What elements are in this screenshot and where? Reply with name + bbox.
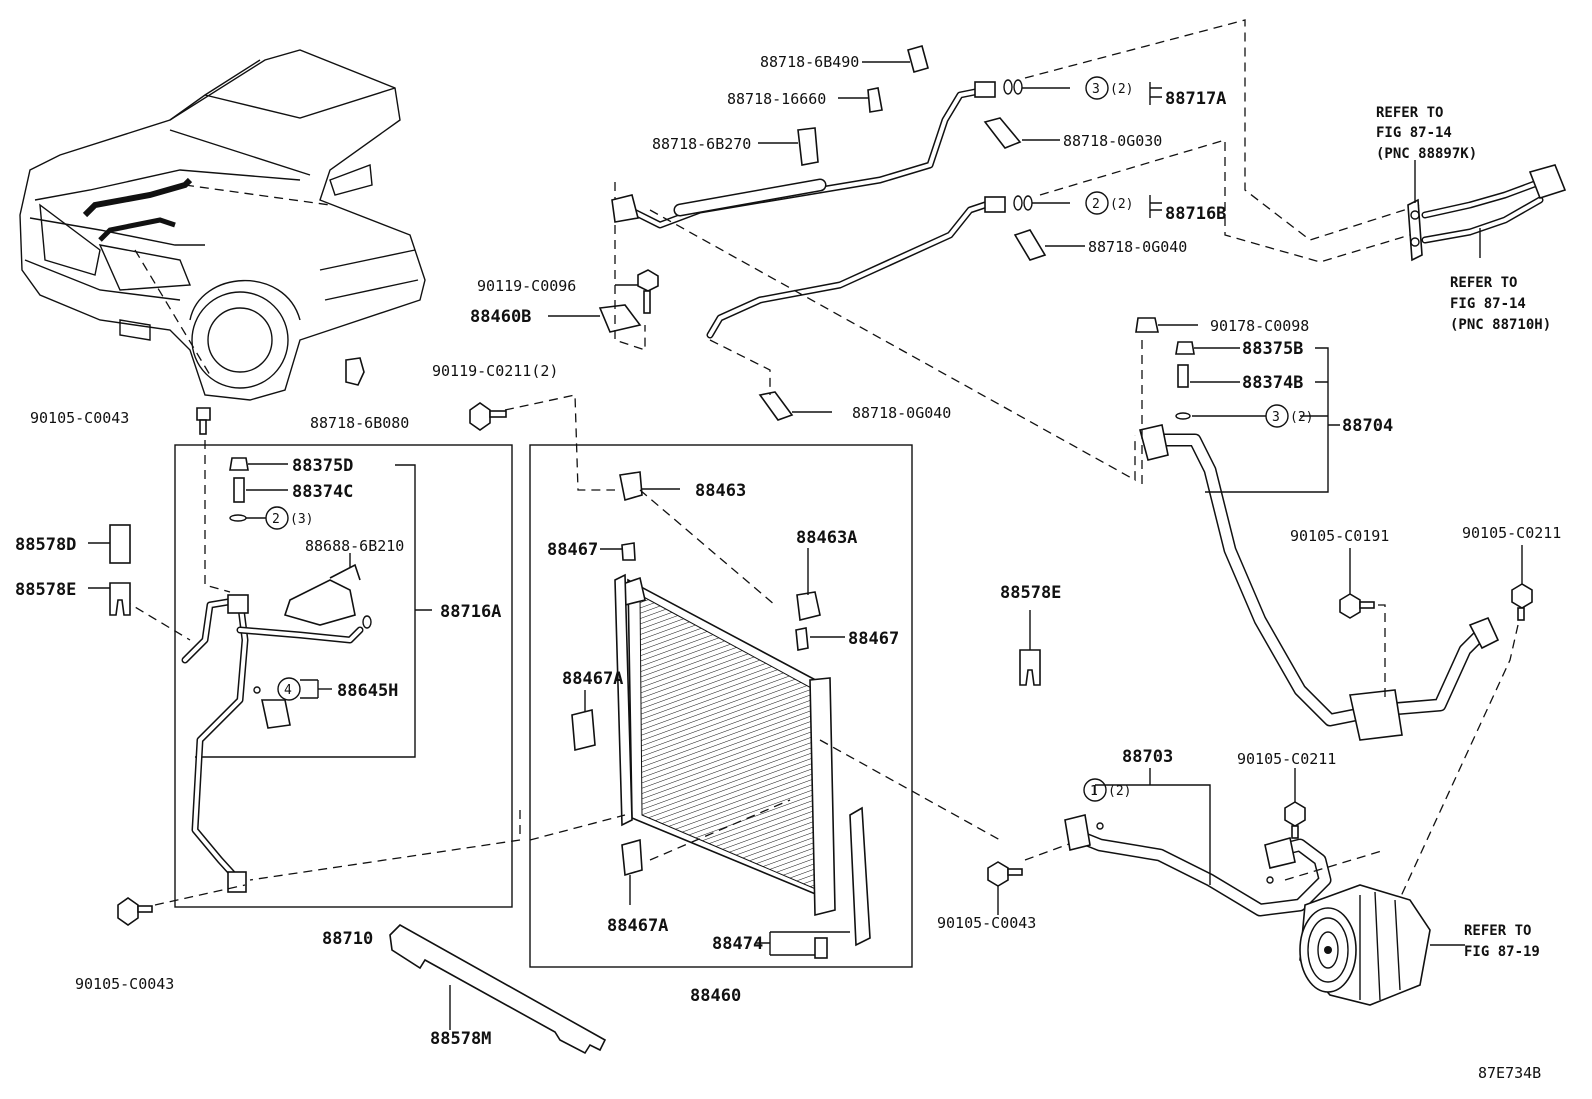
svg-text:REFER TO: REFER TO (1464, 923, 1531, 939)
label-90105-C0043-bottom: 90105-C0043 (75, 975, 174, 993)
label-88645H: 88645H (337, 681, 398, 701)
label-88716B: 88716B (1165, 204, 1226, 224)
label-88375B: 88375B (1242, 339, 1303, 359)
svg-text:4: 4 (284, 683, 292, 698)
svg-text:(3): (3) (290, 512, 313, 527)
ac-compressor (1299, 884, 1431, 1006)
circle-ref-2-left: 2 (3) (265, 506, 313, 530)
bolt-90105-C0211-mid (1284, 801, 1306, 839)
bolt-90105-C0211-top (1511, 583, 1533, 621)
label-88463A: 88463A (796, 528, 857, 548)
label-88374B: 88374B (1242, 373, 1303, 393)
pipe-88716B (706, 195, 1033, 339)
label-88474: 88474 (712, 934, 763, 954)
label-88467-top: 88467 (547, 540, 598, 560)
svg-text:1: 1 (1090, 784, 1098, 799)
pipe-88717A (611, 79, 1023, 229)
svg-text:(PNC 88897K): (PNC 88897K) (1376, 146, 1477, 162)
label-88718-16660: 88718-16660 (727, 90, 826, 108)
svg-text:FIG 87-19: FIG 87-19 (1464, 944, 1540, 960)
label-88710: 88710 (322, 929, 373, 949)
label-90105-C0043-top: 90105-C0043 (30, 409, 129, 427)
svg-text:FIG 87-14: FIG 87-14 (1376, 125, 1452, 141)
svg-text:3: 3 (1272, 410, 1280, 425)
svg-text:REFER TO: REFER TO (1376, 105, 1443, 121)
svg-text:3: 3 (1092, 82, 1100, 97)
circle-ref-2-mid: 2 (2) (1085, 191, 1133, 215)
group-box-88710 (174, 444, 513, 908)
circle-ref-3-top: 3 (2) (1085, 76, 1133, 100)
label-90105-C0211-top: 90105-C0211 (1462, 524, 1561, 542)
bolt-90105-C0043-bottom (117, 897, 153, 926)
bolt-90119-C0211 (469, 402, 507, 431)
circle-ref-1: 1 (2) (1083, 778, 1131, 802)
evaporator-fitting (1407, 164, 1567, 262)
svg-text:(2): (2) (1110, 82, 1133, 97)
note-refer-87-19: REFER TO FIG 87-19 (1464, 923, 1540, 960)
label-88578D: 88578D (15, 535, 76, 555)
group-box-88460 (529, 444, 913, 968)
svg-text:FIG 87-14: FIG 87-14 (1450, 296, 1526, 312)
label-88704: 88704 (1342, 416, 1393, 436)
figure-code: 87E734B (1478, 1064, 1541, 1082)
label-88718-6B270: 88718-6B270 (652, 135, 751, 153)
label-88463: 88463 (695, 481, 746, 501)
circle-ref-3-right: 3 (2) (1265, 404, 1313, 428)
condenser-core (614, 573, 836, 917)
label-88467A-bottom: 88467A (607, 916, 668, 936)
svg-text:REFER TO: REFER TO (1450, 275, 1517, 291)
label-88718-0G040-top: 88718-0G040 (1088, 238, 1187, 256)
label-88718-6B080: 88718-6B080 (310, 414, 409, 432)
label-88460B: 88460B (470, 307, 531, 327)
label-88703: 88703 (1122, 747, 1173, 767)
label-90105-C0043-right: 90105-C0043 (937, 914, 1036, 932)
note-refer-87-14-88897k: REFER TO FIG 87-14 (PNC 88897K) (1376, 105, 1477, 162)
svg-text:(2): (2) (1290, 410, 1313, 425)
label-88578E-right: 88578E (1000, 583, 1061, 603)
label-88467A-top: 88467A (562, 669, 623, 689)
bolt-90105-C0191 (1339, 593, 1375, 619)
bolt-90105-C0043-right (987, 861, 1023, 887)
label-90119-C0211: 90119-C0211(2) (432, 362, 558, 380)
label-88688-6B210: 88688-6B210 (305, 537, 404, 555)
label-88718-6B490: 88718-6B490 (760, 53, 859, 71)
circle-ref-4: 4 (277, 677, 301, 701)
label-88717A: 88717A (1165, 89, 1226, 109)
svg-text:(2): (2) (1108, 784, 1131, 799)
label-88716A: 88716A (440, 602, 501, 622)
svg-text:2: 2 (272, 512, 280, 527)
label-90119-C0096: 90119-C0096 (477, 277, 576, 295)
label-88374C: 88374C (292, 482, 353, 502)
label-88460: 88460 (690, 986, 741, 1006)
label-88375D: 88375D (292, 456, 353, 476)
svg-text:2: 2 (1092, 197, 1100, 212)
svg-text:(PNC 88710H): (PNC 88710H) (1450, 317, 1551, 333)
label-88718-0G030: 88718-0G030 (1063, 132, 1162, 150)
label-88578M: 88578M (430, 1029, 491, 1049)
bolt-90105-C0043-top (196, 407, 211, 435)
svg-text:(2): (2) (1110, 197, 1133, 212)
label-90178-C0098: 90178-C0098 (1210, 317, 1309, 335)
vehicle-illustration (19, 49, 426, 401)
label-88467-right: 88467 (848, 629, 899, 649)
label-88718-0G040-mid: 88718-0G040 (852, 404, 951, 422)
label-90105-C0211-mid: 90105-C0211 (1237, 750, 1336, 768)
label-90105-C0191: 90105-C0191 (1290, 527, 1389, 545)
label-88578E-left: 88578E (15, 580, 76, 600)
note-refer-87-14-88710h: REFER TO FIG 87-14 (PNC 88710H) (1450, 275, 1551, 333)
